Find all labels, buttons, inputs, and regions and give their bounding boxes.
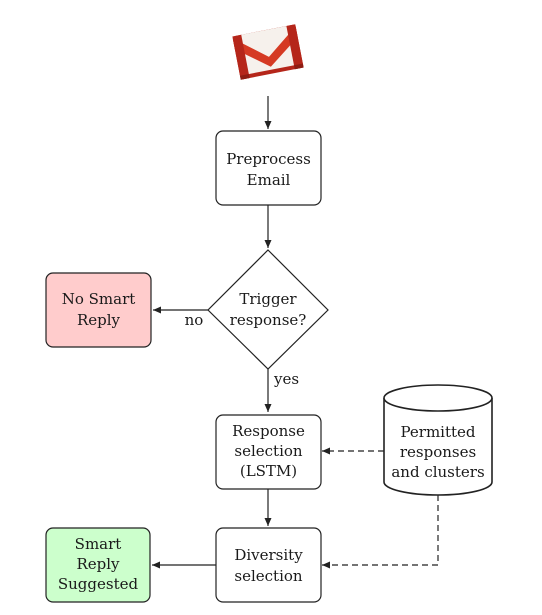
node-preprocess-line-2: Email xyxy=(247,171,291,189)
node-trigger-response-decision: Trigger response? xyxy=(207,249,329,370)
node-response-line-3: (LSTM) xyxy=(240,462,297,480)
node-permitted-responses-database: Permitted responses and clusters xyxy=(383,384,493,496)
node-smart-reply-suggested: Smart Reply Suggested xyxy=(45,527,151,603)
edge-label-no: no xyxy=(185,311,204,329)
node-permitted-line-3: and clusters xyxy=(391,463,484,481)
edge-label-yes: yes xyxy=(273,370,299,388)
node-suggested-line-1: Smart xyxy=(75,535,122,553)
node-diversity-line-1: Diversity xyxy=(234,546,303,564)
gmail-envelope-icon xyxy=(232,24,304,80)
edge-permitted-to-diversity-dashed xyxy=(322,495,439,569)
node-suggested-line-3: Suggested xyxy=(58,575,139,593)
node-response-line-2: selection xyxy=(234,442,303,460)
node-response-line-1: Response xyxy=(232,422,305,440)
node-diversity-line-2: selection xyxy=(234,567,303,585)
node-permitted-line-2: responses xyxy=(400,443,476,461)
node-no-reply-line-2: Reply xyxy=(77,311,121,329)
node-no-reply-line-1: No Smart xyxy=(62,290,136,308)
node-diversity-selection: Diversity selection xyxy=(215,527,322,603)
node-suggested-line-2: Reply xyxy=(76,555,120,573)
node-trigger-line-1: Trigger xyxy=(239,290,297,308)
node-preprocess-line-1: Preprocess xyxy=(226,150,311,168)
node-trigger-line-2: response? xyxy=(230,311,307,329)
node-permitted-line-1: Permitted xyxy=(400,423,475,441)
node-response-selection: Response selection (LSTM) xyxy=(215,414,322,490)
node-no-smart-reply: No Smart Reply xyxy=(45,272,152,348)
node-preprocess-email: Preprocess Email xyxy=(215,130,322,206)
